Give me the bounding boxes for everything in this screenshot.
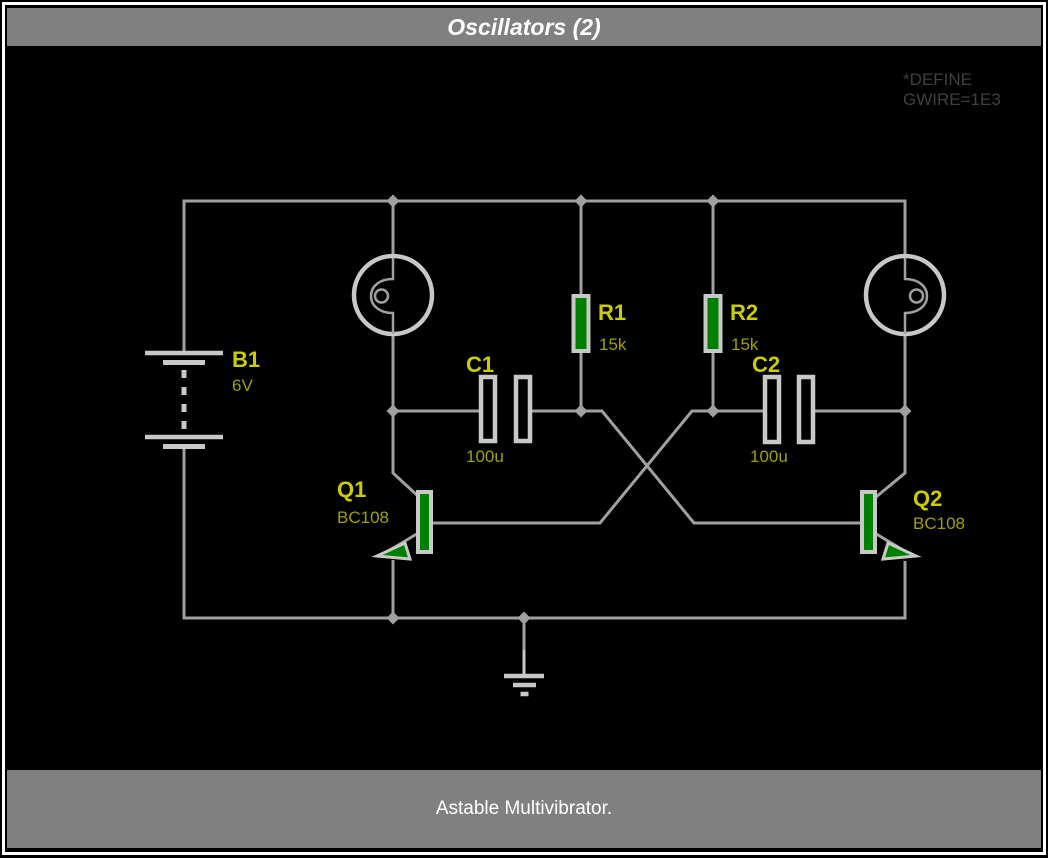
q1-value-label: BC108 bbox=[337, 508, 389, 527]
spice-directive-line2: GWIRE=1E3 bbox=[903, 90, 1001, 109]
r2-ref-label: R2 bbox=[730, 300, 758, 325]
battery-symbol[interactable] bbox=[145, 350, 223, 449]
c2-value-label: 100u bbox=[750, 447, 788, 466]
transistor-q2-symbol[interactable] bbox=[860, 490, 922, 561]
ground-symbol[interactable] bbox=[504, 650, 544, 697]
wire-left-bottom-rail[interactable] bbox=[182, 448, 907, 620]
capacitor-c1-symbol[interactable] bbox=[478, 374, 533, 444]
battery-ref-label: B1 bbox=[232, 347, 260, 372]
c1-ref-label: C1 bbox=[466, 352, 494, 377]
schematic-canvas[interactable]: *DEFINE GWIRE=1E3 B1 6V bbox=[7, 48, 1041, 765]
q2-ref-label: Q2 bbox=[913, 486, 942, 511]
caption-text: Astable Multivibrator. bbox=[435, 798, 613, 819]
resistor-r1-symbol[interactable] bbox=[571, 294, 591, 353]
page-title: Oscillators (2) bbox=[447, 13, 601, 40]
q2-value-label: BC108 bbox=[913, 514, 965, 533]
r2-value-label: 15k bbox=[731, 335, 759, 354]
c2-ref-label: C2 bbox=[752, 352, 780, 377]
wire-lamp2-to-q2-collector[interactable] bbox=[875, 334, 907, 499]
resistor-r2-symbol[interactable] bbox=[703, 294, 723, 353]
lamp-right-symbol[interactable] bbox=[863, 253, 947, 337]
caption-bar: Astable Multivibrator. bbox=[7, 770, 1041, 848]
junction-nodes bbox=[386, 194, 912, 625]
wire-cross-r1-to-q2-base[interactable] bbox=[581, 409, 862, 525]
transistor-q1-symbol[interactable] bbox=[371, 490, 433, 561]
wire-left-top-rail[interactable] bbox=[182, 199, 907, 352]
wire-cross-r2-to-q1-base[interactable] bbox=[431, 409, 713, 525]
spice-directive-line1: *DEFINE bbox=[903, 70, 972, 89]
title-bar: Oscillators (2) bbox=[7, 8, 1041, 46]
q1-ref-label: Q1 bbox=[337, 477, 366, 502]
capacitor-c2-symbol[interactable] bbox=[762, 374, 816, 445]
c1-value-label: 100u bbox=[466, 447, 504, 466]
wire-lamp1-to-q1-collector[interactable] bbox=[391, 334, 421, 499]
lamp-left-symbol[interactable] bbox=[351, 253, 435, 337]
q1-emitter-arrow-icon bbox=[371, 540, 413, 561]
r1-ref-label: R1 bbox=[598, 300, 626, 325]
battery-value-label: 6V bbox=[232, 376, 253, 395]
r1-value-label: 15k bbox=[599, 335, 627, 354]
circuit-svg: *DEFINE GWIRE=1E3 B1 6V bbox=[145, 70, 1001, 697]
q2-emitter-arrow-icon bbox=[880, 540, 922, 561]
